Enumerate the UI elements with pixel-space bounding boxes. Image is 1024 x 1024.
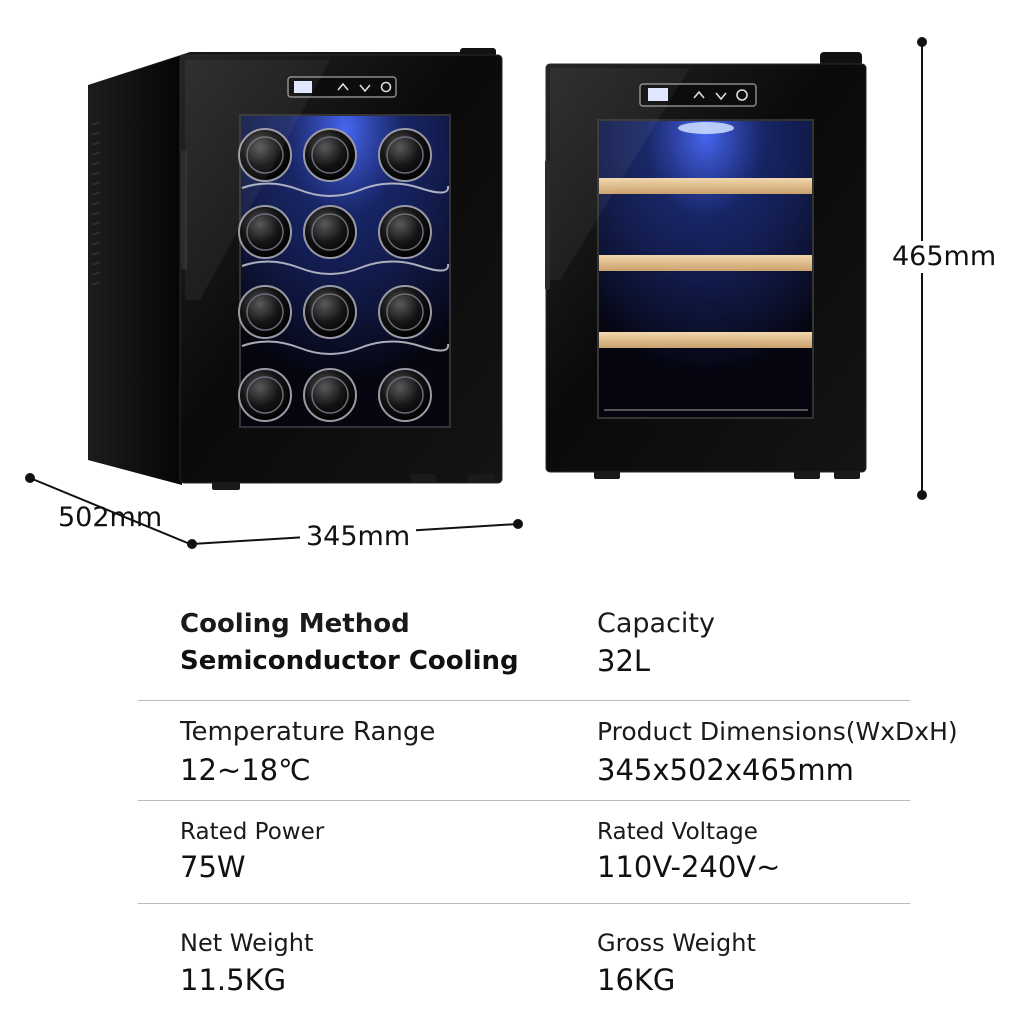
- cooling-method-value: Semiconductor Cooling: [180, 646, 519, 676]
- bottle-ring: [386, 136, 424, 174]
- divider: [138, 800, 910, 801]
- product-dimensions-label: Product Dimensions(WxDxH): [597, 717, 958, 746]
- bottle-ring: [386, 293, 424, 331]
- shelf: [599, 332, 812, 348]
- bottle-ring: [246, 293, 284, 331]
- dimension-endpoint: [513, 519, 523, 529]
- gross-weight-value: 16KG: [597, 963, 676, 997]
- shelf: [599, 178, 812, 194]
- up-arrow-icon: [337, 82, 349, 91]
- capacity-label: Capacity: [597, 608, 715, 639]
- temperature-range-value: 12~18℃: [180, 753, 311, 787]
- divider: [138, 700, 910, 701]
- capacity-value: 32L: [597, 644, 651, 678]
- bottle-ring: [246, 213, 284, 251]
- divider: [138, 903, 910, 904]
- dimension-endpoint: [917, 37, 927, 47]
- bottle-ring: [311, 293, 349, 331]
- bottle-ring: [246, 376, 284, 414]
- wine-bottles: [238, 128, 432, 422]
- bottle-ring: [246, 136, 284, 174]
- width-dimension-label: 345mm: [300, 521, 417, 553]
- height-dimension-label: 465mm: [888, 241, 1001, 273]
- bottle-ring: [311, 136, 349, 174]
- net-weight-value: 11.5KG: [180, 963, 287, 997]
- bottle-ring: [311, 376, 349, 414]
- cooling-method-label: Cooling Method: [180, 609, 410, 639]
- rated-voltage-value: 110V-240V~: [597, 850, 781, 884]
- shelf: [599, 255, 812, 271]
- depth-dimension-label: 502mm: [58, 502, 163, 533]
- up-arrow-icon: [693, 90, 705, 99]
- product-illustration: [25, 37, 927, 549]
- power-icon: [736, 89, 748, 101]
- temperature-range-label: Temperature Range: [180, 717, 436, 747]
- temperature-display-icon: [648, 88, 668, 101]
- rated-power-value: 75W: [180, 850, 246, 884]
- temperature-display-icon: [294, 81, 312, 93]
- bottle-ring: [386, 213, 424, 251]
- dimension-endpoint: [25, 473, 35, 483]
- dimension-endpoint: [917, 490, 927, 500]
- wine-cooler-angled-view: [88, 48, 503, 490]
- wine-cooler-front-view: [545, 52, 867, 479]
- bottle-ring: [311, 213, 349, 251]
- dimension-endpoint: [187, 539, 197, 549]
- rated-voltage-label: Rated Voltage: [597, 819, 758, 845]
- rated-power-label: Rated Power: [180, 819, 325, 845]
- gross-weight-label: Gross Weight: [597, 929, 756, 957]
- power-icon: [380, 81, 392, 93]
- down-arrow-icon: [715, 92, 727, 101]
- down-arrow-icon: [359, 84, 371, 93]
- net-weight-label: Net Weight: [180, 929, 314, 957]
- product-dimensions-value: 345x502x465mm: [597, 753, 854, 787]
- bottle-ring: [386, 376, 424, 414]
